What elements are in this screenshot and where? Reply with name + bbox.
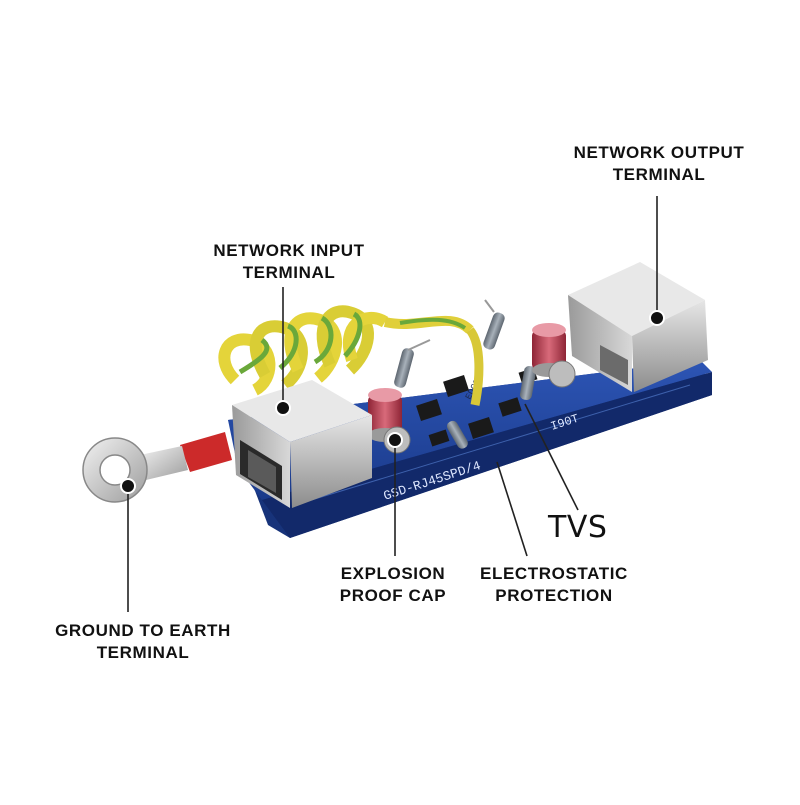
label-explosion-line1: EXPLOSION [340,564,446,583]
marker-ground [120,478,136,494]
label-network-output-line2: TERMINAL [612,165,706,184]
marker-network-output [649,310,665,326]
label-ground-line2: TERMINAL [96,643,190,662]
callout-markers [120,310,665,494]
label-tvs: TVS [548,510,608,545]
label-network-input: NETWORK INPUT TERMINAL [178,240,400,284]
smd-components [416,367,538,447]
marker-explosion-proof-cap [387,432,403,448]
label-network-output: NETWORK OUTPUT TERMINAL [540,142,778,186]
label-ground-to-earth: GROUND TO EARTH TERMINAL [28,620,258,664]
label-network-input-line2: TERMINAL [242,263,336,282]
marker-network-input [275,400,291,416]
label-electrostatic-protection: ELECTROSTATIC PROTECTION [456,563,652,607]
label-explosion-line2: PROOF CAP [339,586,447,605]
rj45-input-jack [232,380,372,508]
ground-coil-wire [218,305,484,406]
label-ground-line1: GROUND TO EARTH [55,621,231,640]
resistors [394,299,537,449]
leader-electrostatic [496,461,528,557]
leader-lines [127,196,658,612]
label-electrostatic-line1: ELECTROSTATIC [480,564,628,583]
label-electrostatic-line2: PROTECTION [495,586,613,605]
label-network-input-line1: NETWORK INPUT [213,241,365,260]
gas-discharge-tubes [368,323,576,454]
label-network-output-line1: NETWORK OUTPUT [573,143,745,162]
label-explosion-proof-cap: EXPLOSION PROOF CAP [318,563,468,607]
rj45-output-jack [568,262,708,392]
leader-tvs [524,403,579,511]
gas-tube-right [532,323,576,388]
ground-lug [82,432,232,503]
